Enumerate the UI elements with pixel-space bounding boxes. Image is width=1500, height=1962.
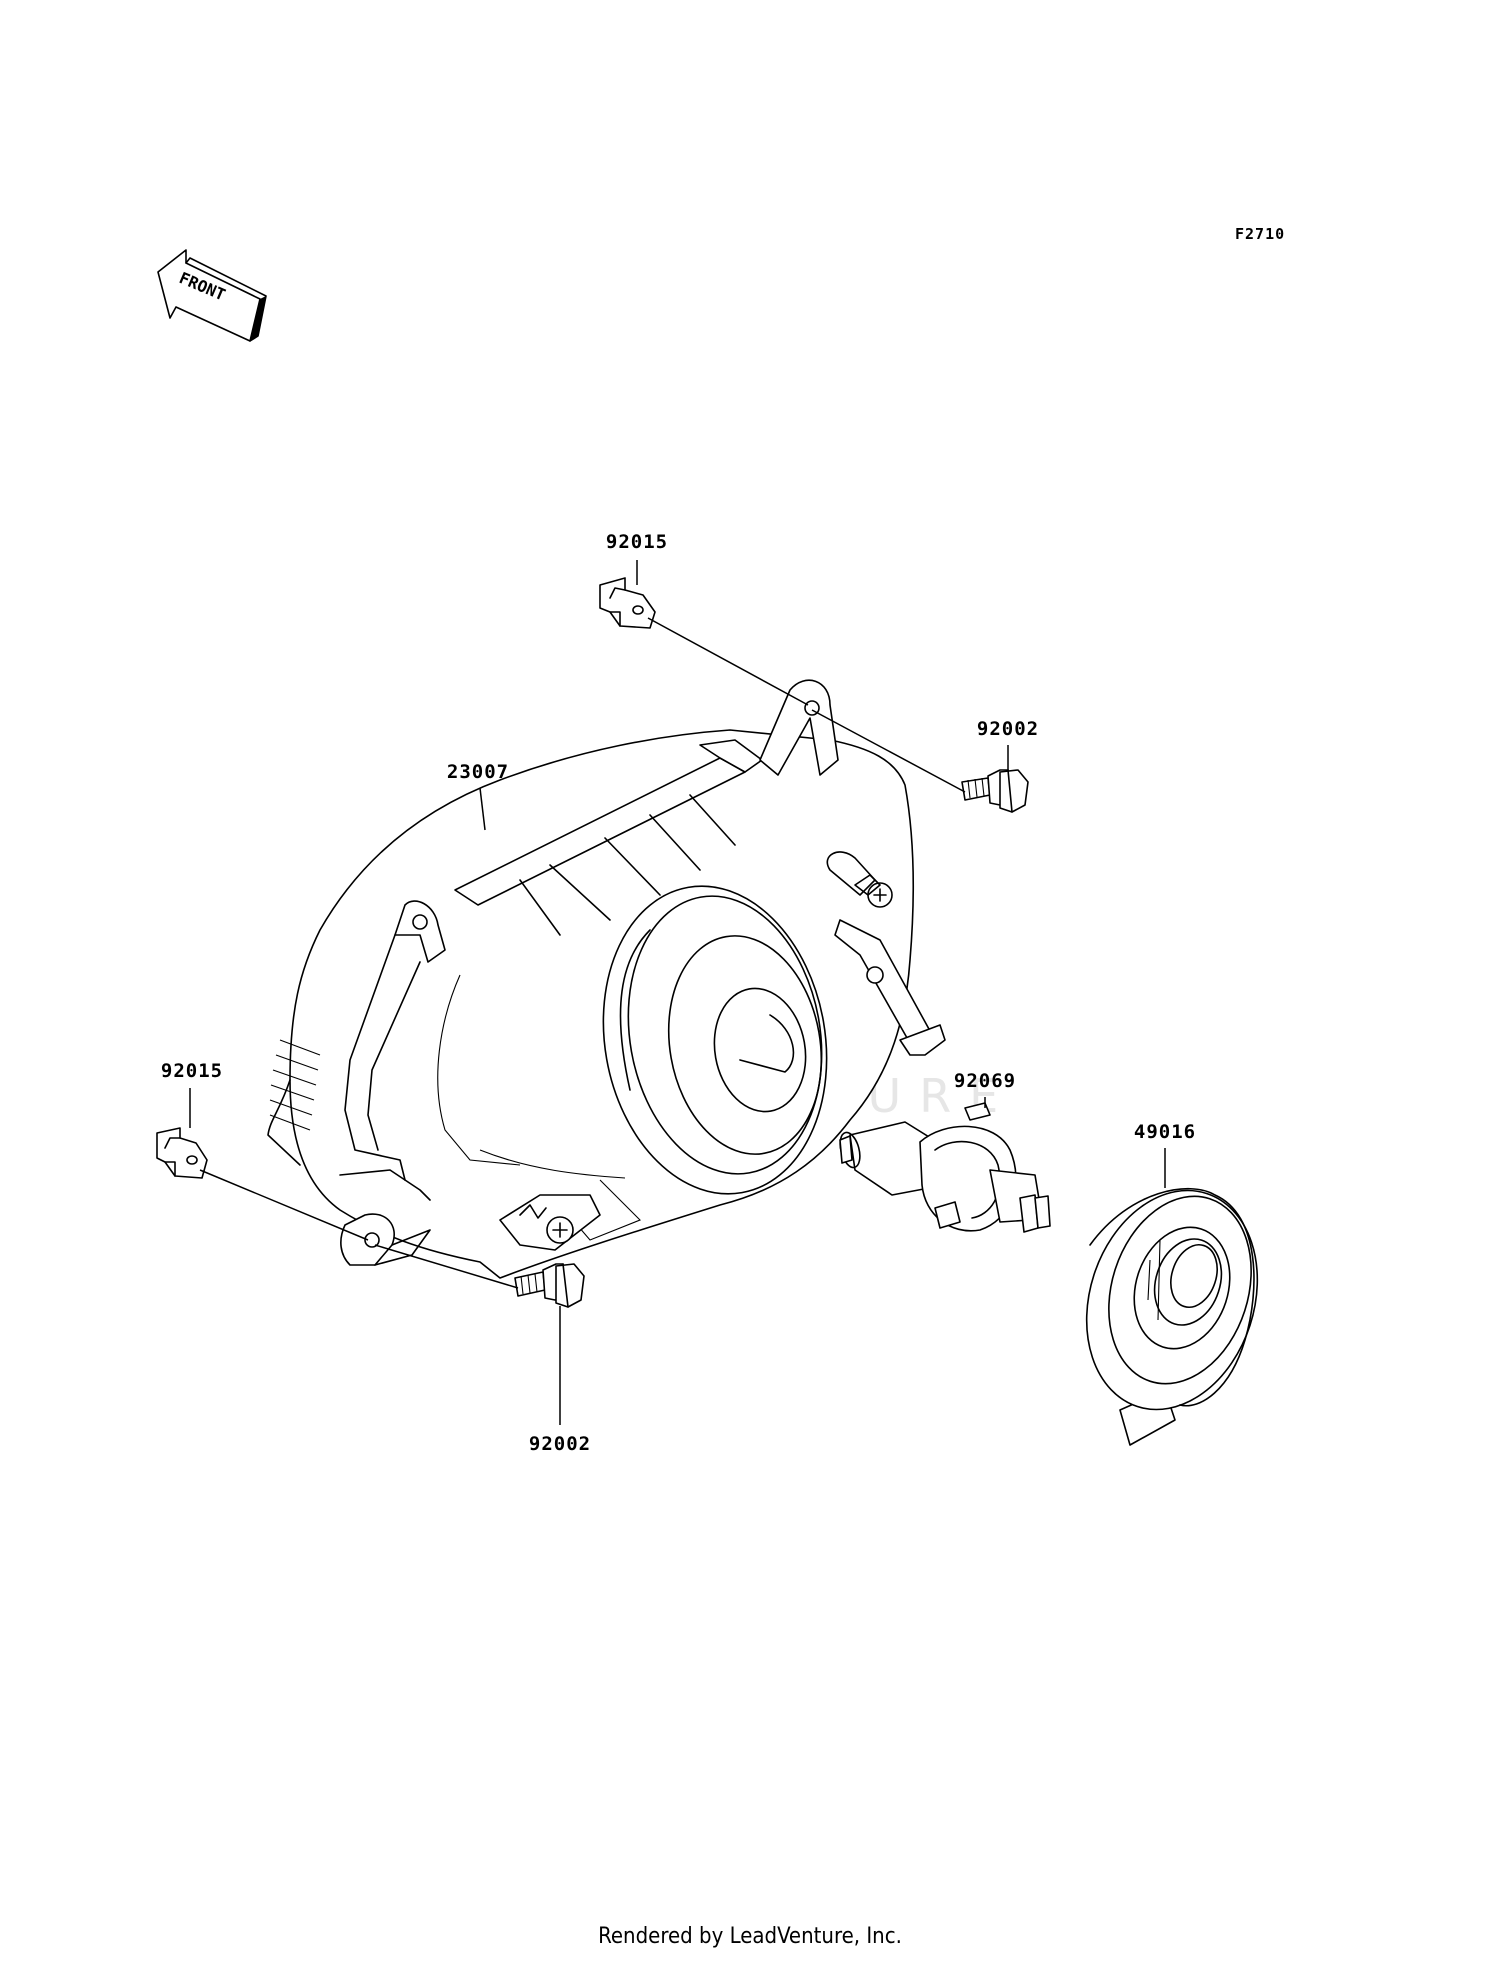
label-92015-left: 92015 xyxy=(161,1060,223,1082)
clip-nut-left[interactable] xyxy=(156,1127,208,1179)
clip-nut-top[interactable] xyxy=(599,577,656,629)
label-23007: 23007 xyxy=(447,761,509,783)
label-49016: 49016 xyxy=(1134,1121,1196,1143)
leader-lines xyxy=(189,560,1166,1425)
footer-credit: Rendered by LeadVenture, Inc. xyxy=(598,1924,902,1949)
bulb[interactable] xyxy=(837,1102,1051,1233)
label-92015-top: 92015 xyxy=(606,531,668,553)
bolt-top[interactable] xyxy=(961,769,1029,813)
bulb-cover[interactable] xyxy=(1059,1168,1284,1446)
figure-code: F2710 xyxy=(1235,225,1285,243)
label-92002-top: 92002 xyxy=(977,718,1039,740)
label-92002-bottom: 92002 xyxy=(529,1433,591,1455)
headlight-assembly[interactable] xyxy=(267,679,946,1279)
label-92069: 92069 xyxy=(954,1070,1016,1092)
bolt-bottom[interactable] xyxy=(514,1263,585,1308)
front-arrow-icon: FRONT xyxy=(157,249,267,342)
